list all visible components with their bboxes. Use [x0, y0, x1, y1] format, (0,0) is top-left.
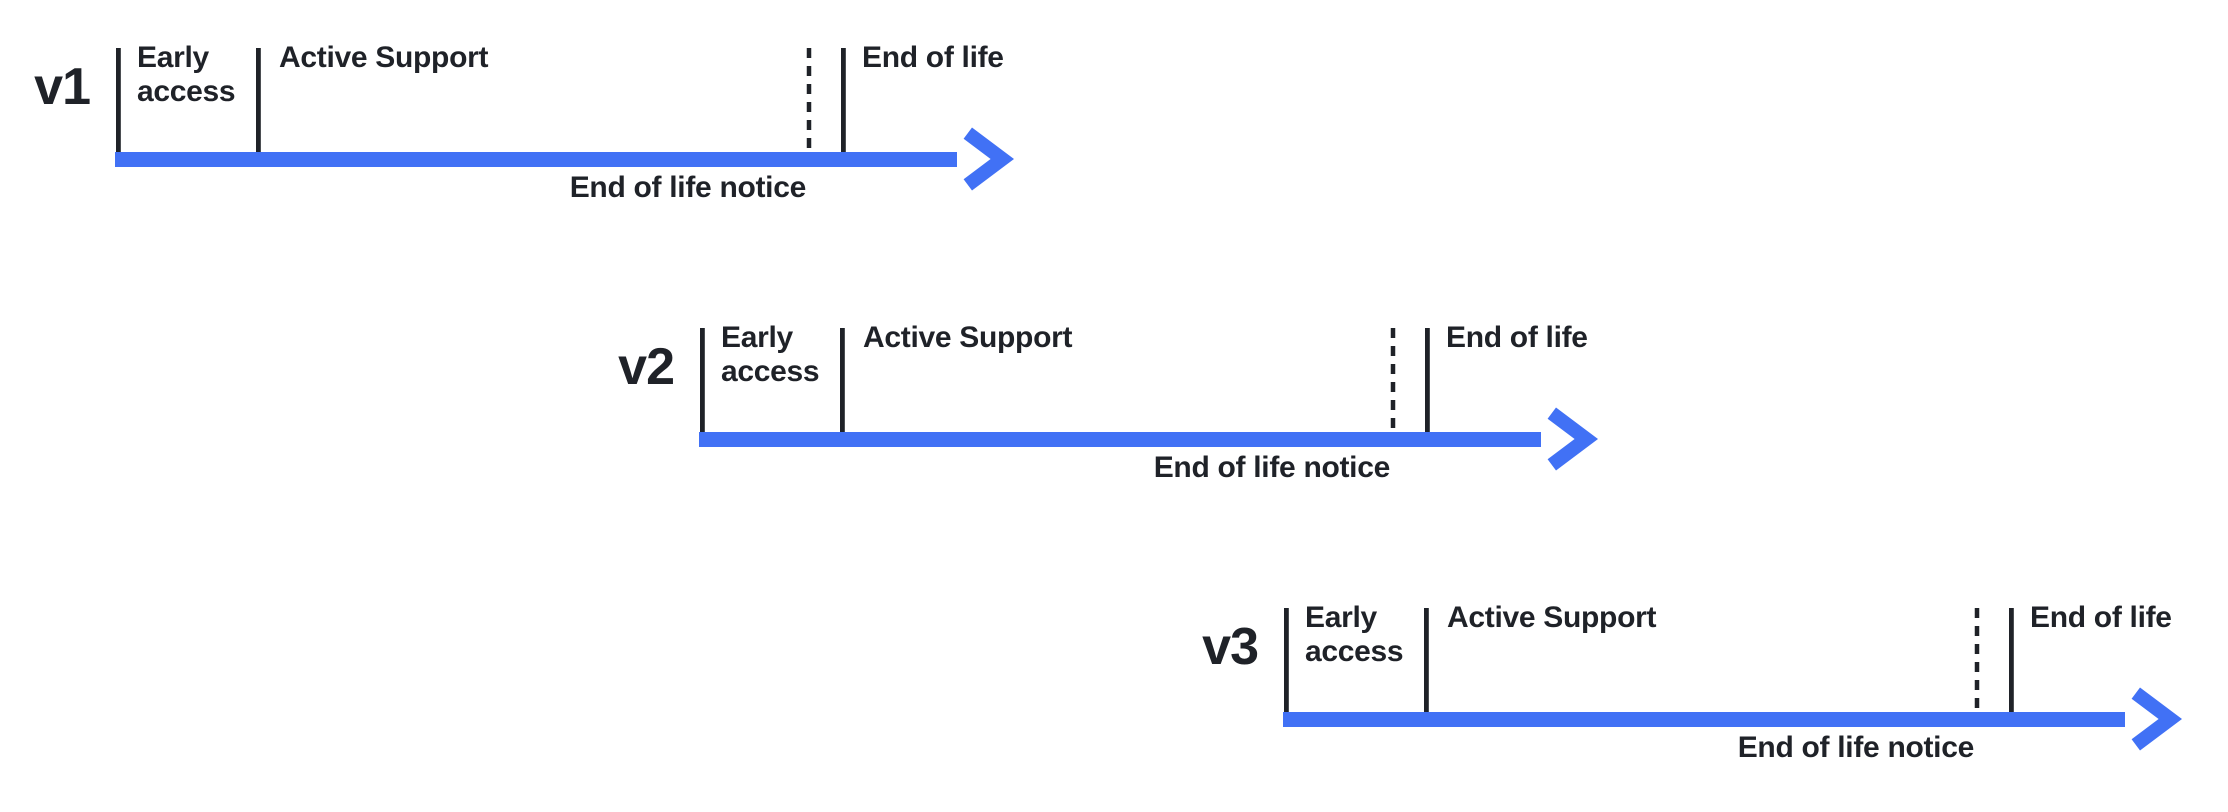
early-access-label: Early access: [1305, 601, 1404, 668]
early-access-end-tick: [256, 48, 261, 152]
end-of-life-tick: [1425, 328, 1430, 432]
early-access-label: Early access: [137, 41, 236, 108]
active-support-label: Active Support: [279, 41, 489, 74]
timeline-start-tick: [1284, 608, 1289, 712]
timeline-bar: [699, 432, 1541, 447]
end-of-life-notice-label: End of life notice: [1737, 731, 1975, 764]
timeline-v3-graphic: [1283, 608, 2182, 751]
timeline-v3: v3 Early access Active Support End of li…: [1168, 570, 2228, 785]
timeline-start-tick: [116, 48, 121, 152]
end-of-life-label: End of life: [2030, 601, 2172, 634]
early-access-end-tick: [840, 328, 845, 432]
timeline-bar: [1283, 712, 2125, 727]
end-of-life-notice-label: End of life notice: [569, 171, 807, 204]
timeline-start-tick: [700, 328, 705, 432]
version-label: v1: [34, 58, 91, 116]
active-support-label: Active Support: [1447, 601, 1657, 634]
version-label: v2: [618, 338, 675, 396]
end-of-life-label: End of life: [1446, 321, 1588, 354]
early-access-end-tick: [1424, 608, 1429, 712]
active-support-label: Active Support: [863, 321, 1073, 354]
end-of-life-label: End of life: [862, 41, 1004, 74]
end-of-life-tick: [2009, 608, 2014, 712]
timeline-v1: v1 Early access Active Support End of li…: [0, 10, 1120, 225]
version-label: v3: [1202, 618, 1259, 676]
timeline-bar: [115, 152, 957, 167]
timeline-v2: v2 Early access Active Support End of li…: [584, 290, 1704, 505]
early-access-label: Early access: [721, 321, 820, 388]
arrowhead-icon: [2131, 687, 2182, 751]
end-of-life-tick: [841, 48, 846, 152]
arrowhead-icon: [963, 127, 1014, 191]
timeline-v1-graphic: [115, 48, 1014, 191]
end-of-life-notice-label: End of life notice: [1153, 451, 1391, 484]
arrowhead-icon: [1547, 407, 1598, 471]
timeline-v2-graphic: [699, 328, 1598, 471]
